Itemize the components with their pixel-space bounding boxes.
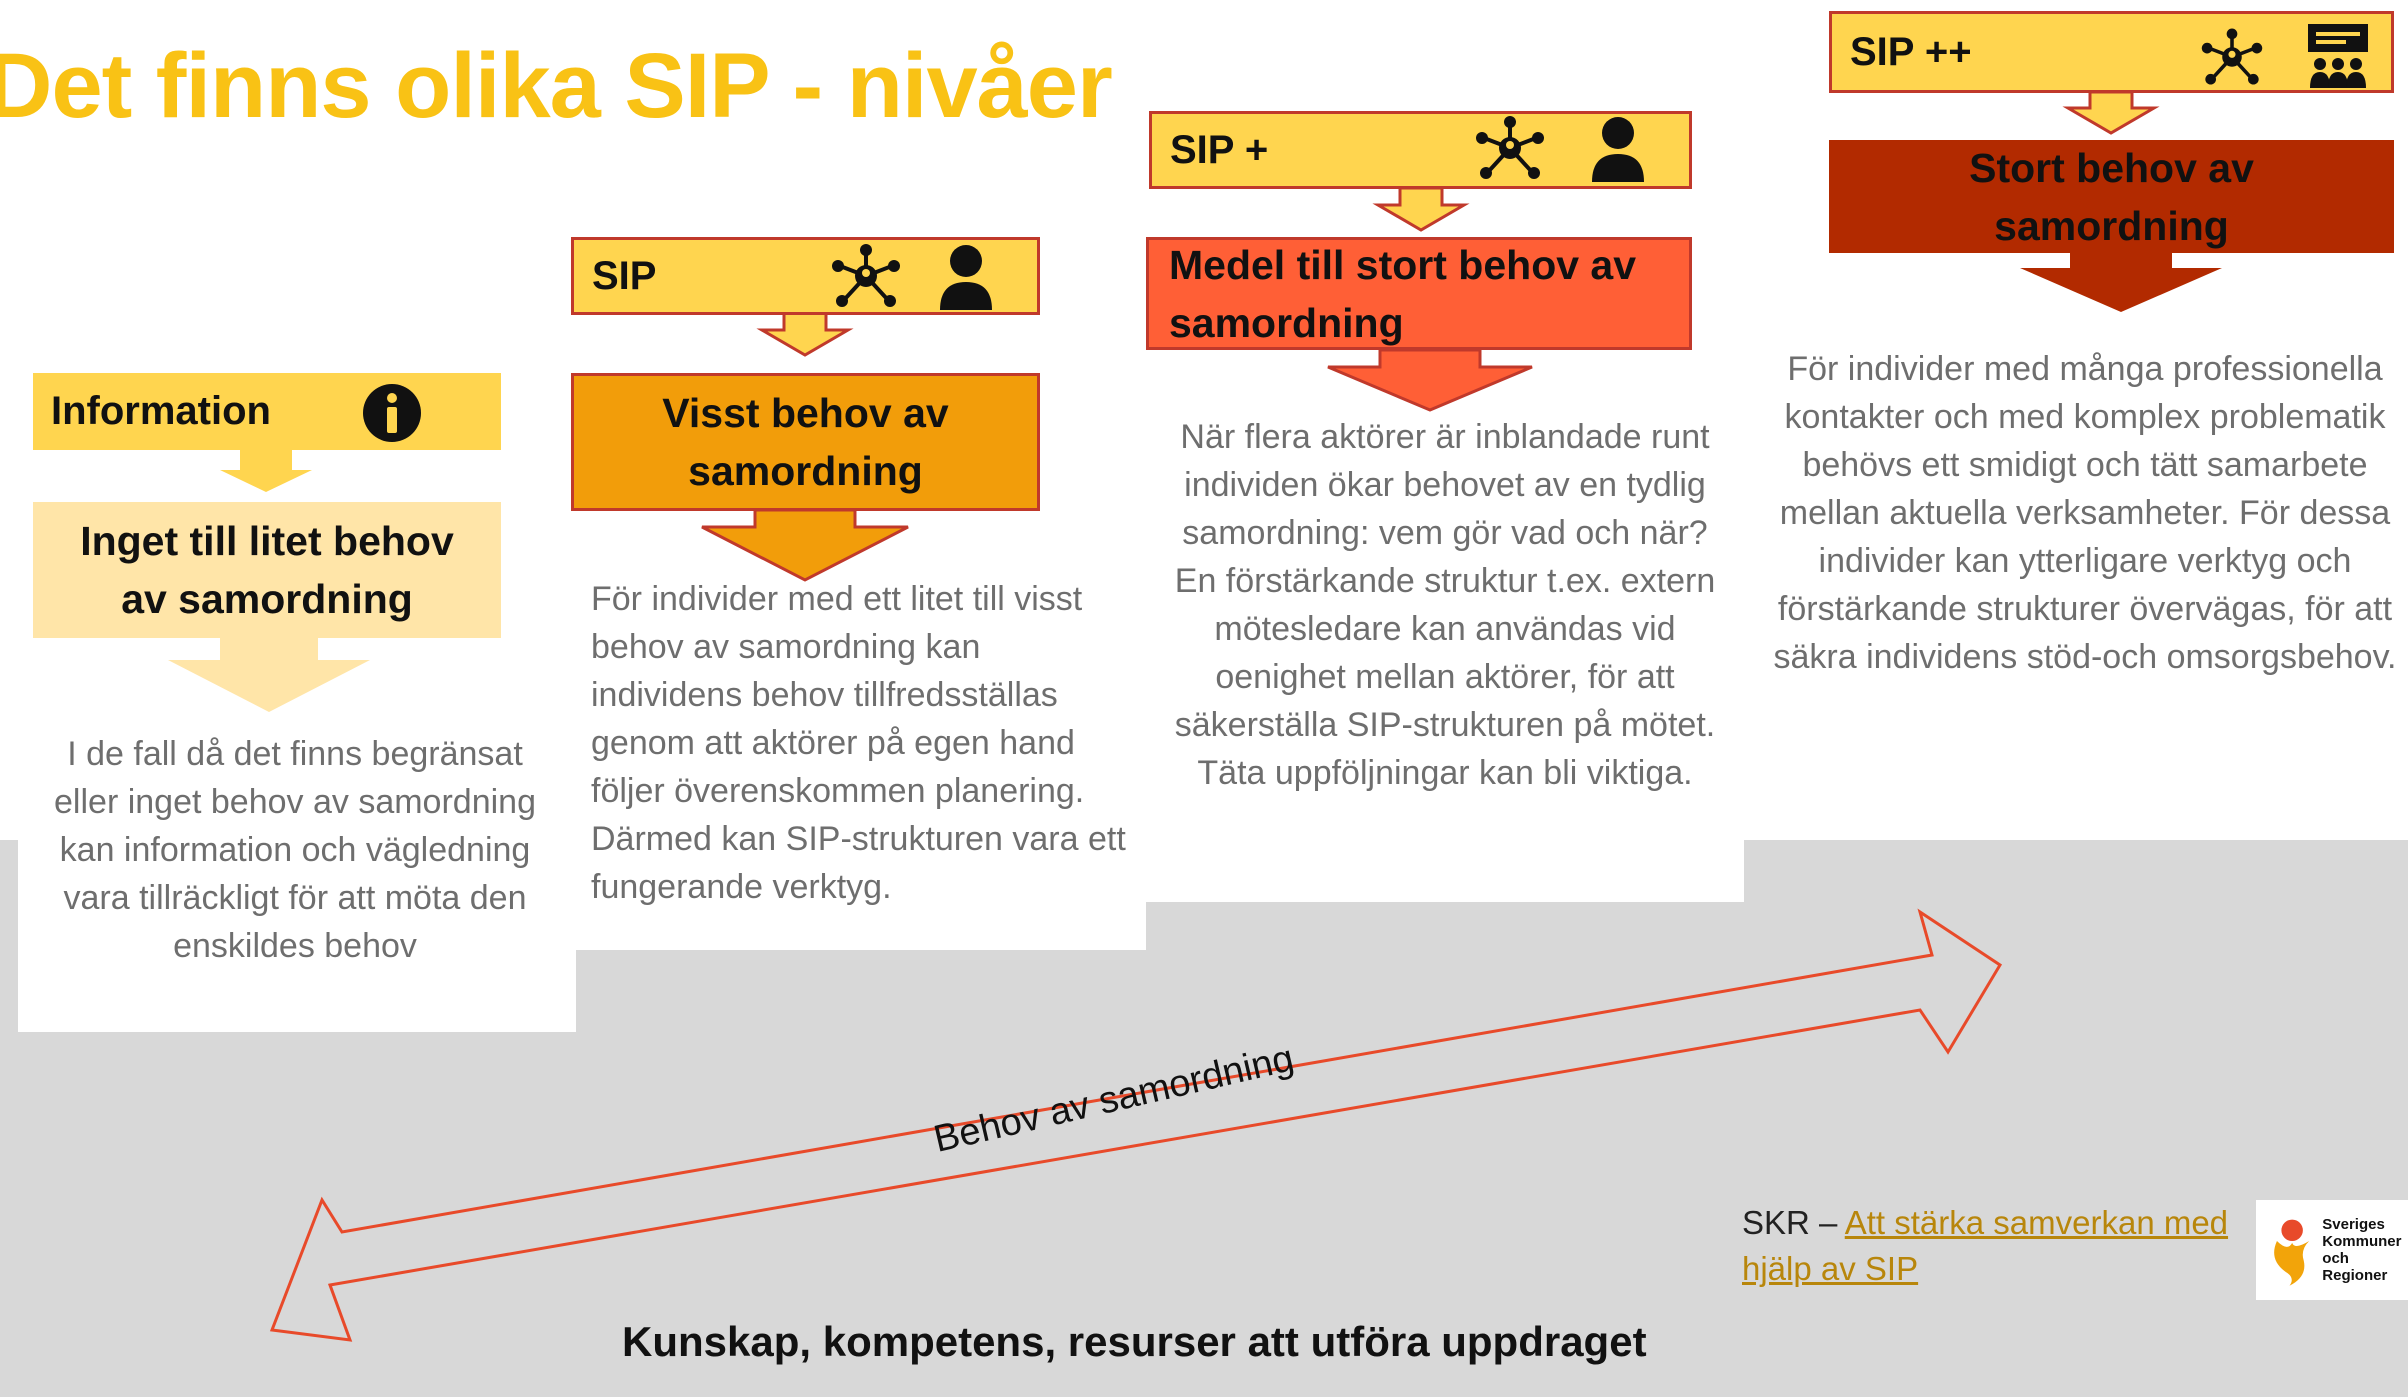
panel-sip-plus-plus	[1744, 330, 2408, 840]
page-title: Det finns olika SIP - nivåer	[0, 35, 1113, 137]
panel-sip-plus	[1146, 405, 1744, 902]
person-icon	[1592, 117, 1644, 182]
description-sip-plus-plus: För individer med många professionella k…	[1773, 350, 2397, 676]
panel-sip	[576, 575, 1146, 950]
description-information: I de fall då det finns begränsat eller i…	[54, 735, 536, 965]
arrow-sip-down	[756, 311, 854, 357]
info-icon	[363, 384, 421, 442]
description-sip: För individer med ett litet till visst b…	[591, 580, 1126, 906]
header-sip-label: SIP	[592, 253, 657, 298]
arrow-need-3	[1327, 348, 1533, 412]
need-sip-plus-plus-text: Stort behov av samordning	[1969, 144, 2254, 249]
arrow-need-4	[2020, 252, 2222, 312]
footnote-prefix: SKR –	[1742, 1204, 1845, 1241]
arrow-sipplus-down	[1372, 186, 1470, 232]
header-sip-plus-plus: SIP ++	[1829, 11, 2394, 93]
arrow-need-2	[701, 508, 909, 582]
background-band	[0, 840, 2408, 1397]
arrow-sipplusplus-down	[2062, 90, 2160, 135]
logo-line-3: och Regioner	[2322, 1250, 2388, 1284]
header-sip-plus-plus-label: SIP ++	[1850, 29, 1972, 74]
need-box-sip-plus: Medel till stort behov av samordning	[1146, 237, 1692, 350]
panel-information	[18, 710, 576, 1032]
skr-logo: Sveriges Kommuner och Regioner	[2256, 1200, 2408, 1300]
need-box-information: Inget till litet behov av samordning	[33, 502, 501, 638]
network-icon	[832, 244, 900, 307]
arrow-need-1	[168, 638, 370, 712]
header-sip-plus-label: SIP +	[1170, 127, 1269, 172]
need-sip-plus-text: Medel till stort behov av samordning	[1169, 241, 1637, 346]
need-box-sip: Visst behov av samordning	[571, 373, 1040, 511]
arrow-info-down	[220, 450, 312, 492]
skr-logo-icon	[2274, 1219, 2310, 1286]
skr-logo-text: Sveriges Kommuner och Regioner	[2322, 1216, 2408, 1284]
need-information-text: Inget till litet behov av samordning	[80, 518, 454, 622]
logo-line-1: Sveriges	[2322, 1216, 2385, 1233]
need-box-sip-plus-plus: Stort behov av samordning	[1829, 140, 2394, 253]
source-link[interactable]: Att stärka samverkan med hjälp av SIP	[1742, 1204, 2229, 1287]
header-information-label: Information	[51, 389, 271, 433]
double-arrow	[269, 908, 2003, 1342]
network-icon	[2201, 28, 2263, 85]
person-icon	[940, 245, 992, 310]
network-icon	[1476, 116, 1544, 179]
meeting-icon	[2308, 24, 2368, 88]
header-information: Information	[33, 373, 501, 450]
bottom-label: Kunskap, kompetens, resurser att utföra …	[622, 1318, 1647, 1365]
source-footnote: SKR – Att stärka samverkan med hjälp av …	[1742, 1200, 2242, 1292]
logo-line-2: Kommuner	[2322, 1233, 2402, 1250]
description-sip-plus: När flera aktörer är inblandade runt ind…	[1174, 418, 1716, 792]
need-sip-text: Visst behov av samordning	[662, 390, 949, 494]
